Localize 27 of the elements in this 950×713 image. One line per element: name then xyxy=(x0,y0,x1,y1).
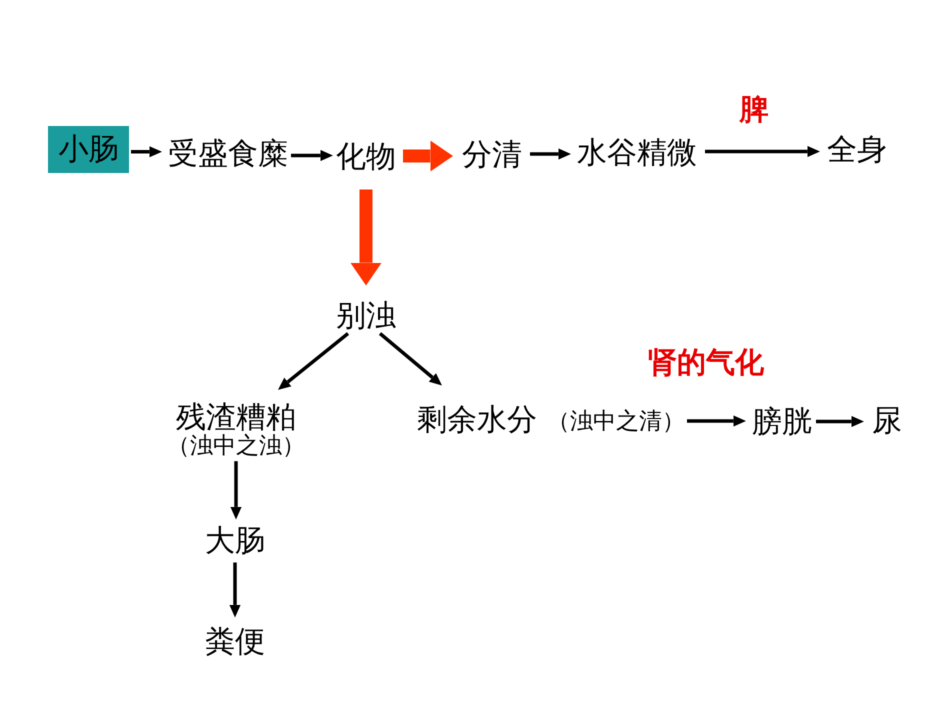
arrow xyxy=(687,415,745,427)
arrow xyxy=(816,416,863,428)
term-label: 全身 xyxy=(827,134,887,166)
term-label: 剩余水分 xyxy=(417,404,537,436)
term-label: 分清 xyxy=(462,138,522,172)
term-label: 化物 xyxy=(336,140,396,174)
arrow xyxy=(229,562,241,616)
arrow xyxy=(131,146,161,158)
arrow xyxy=(378,332,441,385)
edge-label: 肾的气化 xyxy=(646,347,766,379)
term-label: 粪便 xyxy=(205,626,265,658)
edge-label: 脾 xyxy=(738,94,771,126)
term-label: 残渣糟粕 xyxy=(176,400,296,434)
term-label: 膀胱 xyxy=(752,406,812,438)
term-label: 受盛食糜 xyxy=(168,138,288,170)
arrow xyxy=(279,332,350,389)
note-label: （浊中之清） xyxy=(547,409,685,435)
arrow xyxy=(230,461,242,518)
highlighted-box: 小肠 xyxy=(48,126,129,173)
arrow xyxy=(705,146,819,158)
term-label: 别浊 xyxy=(336,300,396,332)
arrow xyxy=(530,148,570,160)
term-label: 大肠 xyxy=(205,524,265,558)
note-label: （浊中之浊） xyxy=(167,434,305,460)
arrow xyxy=(291,150,332,162)
term-label: 尿 xyxy=(872,404,902,438)
term-label: 水谷精微 xyxy=(577,136,697,170)
